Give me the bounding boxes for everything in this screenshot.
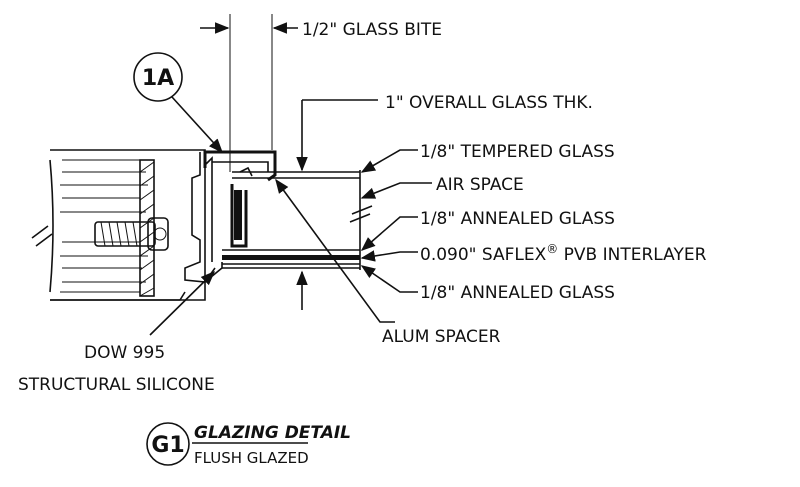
detail-subtitle: FLUSH GLAZED xyxy=(194,449,309,467)
overall-thk-label: 1" OVERALL GLASS THK. xyxy=(385,93,593,113)
detail-tag: G1 xyxy=(151,433,184,458)
interlayer-label: 0.090" SAFLEX® PVB INTERLAYER xyxy=(420,242,707,265)
title-block: G1 GLAZING DETAIL FLUSH GLAZED xyxy=(146,422,351,467)
annealed-glass-label-2: 1/8" ANNEALED GLASS xyxy=(420,283,615,303)
svg-text:1A: 1A xyxy=(142,66,174,91)
spacer-label: ALUM SPACER xyxy=(382,327,501,347)
silicone-label-1: DOW 995 xyxy=(84,343,165,363)
air-space-label: AIR SPACE xyxy=(436,175,524,195)
fastener xyxy=(94,217,169,251)
glazing-clip xyxy=(203,150,277,182)
silicone-label-2: STRUCTURAL SILICONE xyxy=(18,375,215,395)
glass-unit xyxy=(204,170,373,283)
detail-title: GLAZING DETAIL xyxy=(194,423,351,443)
right-leaders xyxy=(360,149,432,293)
silicone-leader xyxy=(149,270,216,336)
spacer-leader xyxy=(275,178,395,323)
overall-thk-dimension xyxy=(296,99,378,310)
callout-1a: 1A xyxy=(133,52,223,154)
mullion-frame xyxy=(31,149,216,301)
annealed-glass-label-1: 1/8" ANNEALED GLASS xyxy=(420,209,615,229)
tempered-glass-label: 1/8" TEMPERED GLASS xyxy=(420,142,615,162)
glass-bite-label: 1/2" GLASS BITE xyxy=(302,20,442,40)
glass-bite-dimension xyxy=(200,14,298,172)
